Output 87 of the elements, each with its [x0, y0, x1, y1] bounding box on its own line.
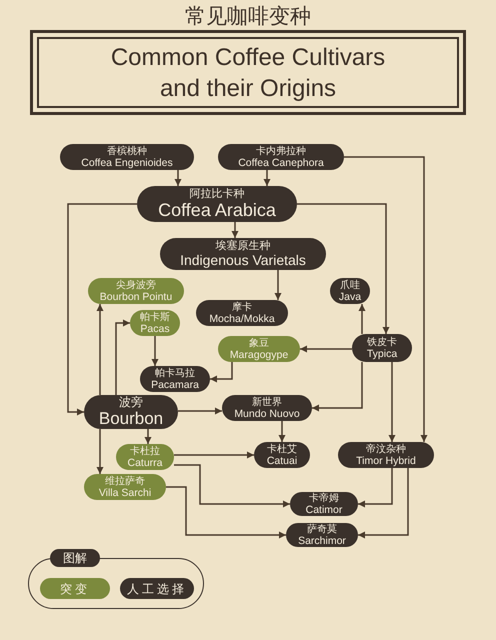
arrow	[178, 408, 222, 414]
cultivar-name: Pacas	[140, 322, 170, 334]
cultivar-pill	[338, 442, 434, 468]
cultivar-name: Mocha/Mokka	[209, 312, 275, 324]
cultivar-name: Bourbon	[98, 409, 164, 428]
cultivar-name-zh: 摩卡	[232, 302, 252, 312]
cultivar-name-zh: 卡杜艾	[267, 444, 297, 454]
arrow	[152, 336, 158, 366]
cultivar-name-zh: 埃塞原生种	[216, 240, 270, 252]
arrow	[96, 429, 104, 474]
arrow	[358, 468, 409, 538]
cultivar-name-zh: 香槟桃种	[107, 146, 147, 156]
cultivar-pill	[140, 366, 210, 392]
arrow	[67, 203, 137, 416]
arrow	[174, 452, 254, 458]
arrow	[232, 222, 238, 238]
cultivar-name-zh: 尖身波旁	[116, 280, 156, 290]
arrow	[297, 203, 390, 334]
cultivar-name: Bourbon Pointu	[100, 290, 172, 302]
arrow	[312, 362, 363, 412]
cultivar-name: Catimor	[306, 504, 342, 516]
cultivar-name-zh: 帝汶杂种	[366, 444, 406, 454]
arrow	[278, 421, 286, 442]
arrow	[388, 362, 396, 442]
cultivar-name: Timor Hybrid	[356, 454, 416, 466]
arrow	[358, 304, 366, 334]
arrow	[210, 362, 233, 382]
cultivar-name: Coffea Engenioides	[81, 156, 173, 168]
cultivar-name: Java	[338, 290, 362, 302]
cultivar-name-zh: 帕卡斯	[140, 312, 170, 322]
cultivar-name-zh: 维拉萨奇	[105, 476, 145, 486]
title-frame	[30, 30, 466, 115]
cultivar-name: Caturra	[127, 456, 162, 468]
cultivar-pill	[84, 395, 178, 429]
cultivar-name: Typica	[366, 348, 398, 360]
cultivar-pill	[160, 238, 326, 270]
cultivar-pill	[218, 144, 344, 170]
arrow	[274, 270, 282, 300]
arrow	[174, 170, 182, 186]
cultivar-name: Maragogype	[230, 348, 288, 360]
cultivar-name-zh: 卡杜拉	[130, 446, 160, 456]
cultivar-pill	[218, 336, 300, 362]
cultivar-name: Coffea Arabica	[158, 200, 276, 220]
cultivar-name: Catuai	[266, 454, 298, 466]
cultivar-name-zh: 帕卡马拉	[155, 368, 195, 378]
cultivar-name-zh: 爪哇	[340, 280, 360, 290]
cultivar-name: Villa Sarchi	[98, 486, 152, 498]
arrow	[96, 304, 104, 395]
arrow	[358, 468, 393, 508]
cultivar-name-zh: 新世界	[252, 396, 282, 408]
cultivar-name-zh: 卡内弗拉种	[256, 146, 306, 156]
cultivar-pill	[84, 474, 166, 500]
cultivar-pill	[60, 144, 194, 170]
cultivar-pill	[290, 492, 358, 516]
cultivar-name-zh: 铁皮卡	[367, 336, 397, 348]
cultivar-name-zh: 象豆	[249, 338, 269, 348]
cultivar-pill	[130, 310, 180, 336]
title: 常见咖啡变种	[184, 4, 312, 30]
cultivar-name-zh: 阿拉比卡种	[190, 188, 244, 200]
arrow	[344, 156, 428, 442]
cultivar-name: Indigenous Varietals	[180, 252, 306, 268]
cultivar-pill	[222, 395, 312, 421]
legend-key: 人工选择	[120, 578, 194, 599]
arrow	[166, 486, 286, 538]
cultivar-pill	[88, 278, 184, 304]
cultivar-name: Coffea Canephora	[238, 156, 324, 168]
cultivar-pill	[330, 278, 370, 304]
cultivar-name-zh: 波旁	[119, 396, 143, 409]
cultivar-name: Pacamara	[151, 378, 199, 390]
cultivar-pill	[116, 444, 174, 470]
cultivar-pill	[137, 186, 297, 222]
cultivar-name: Sarchimor	[298, 534, 346, 546]
cultivar-name-zh: 萨奇莫	[307, 524, 337, 534]
arrow	[300, 346, 352, 352]
cultivar-name-zh: 卡帝姆	[309, 492, 339, 504]
cultivar-pill	[254, 442, 310, 468]
legend-key: 突变	[40, 578, 110, 599]
arrow	[264, 170, 270, 186]
cultivar-pill	[286, 523, 358, 547]
cultivar-name: Mundo Nuovo	[234, 408, 300, 420]
cultivar-pill	[196, 300, 288, 326]
arrow	[174, 464, 290, 508]
legend-title: 图解	[50, 549, 100, 567]
arrow	[115, 320, 130, 395]
arrow	[144, 429, 152, 444]
poster-heading: Common Coffee Cultivars and their Origins	[110, 42, 386, 104]
cultivar-pill	[352, 334, 412, 362]
